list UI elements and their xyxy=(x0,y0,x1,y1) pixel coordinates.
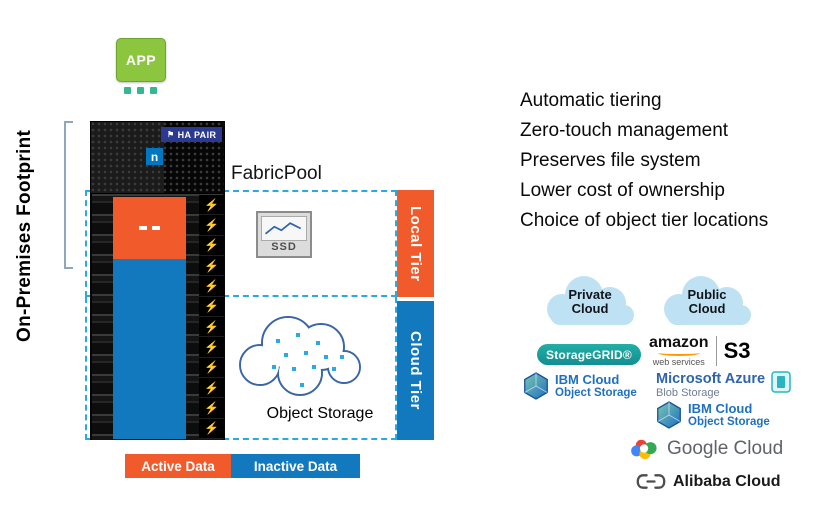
lightning-bolt-icon: ⚡ xyxy=(199,276,224,297)
app-connection-dots xyxy=(124,87,157,94)
on-premises-footprint-label: On-Premises Footprint xyxy=(14,129,35,343)
google-cloud-logo: Google Cloud xyxy=(630,437,783,461)
lightning-bolt-icon: ⚡ xyxy=(199,317,224,338)
alibaba-cloud-logo: Alibaba Cloud xyxy=(636,472,781,491)
lightning-bolt-icon: ⚡ xyxy=(199,215,224,236)
azure-blob-icon xyxy=(771,371,791,393)
cloud-tier-region xyxy=(85,297,397,440)
divider xyxy=(715,336,717,366)
private-cloud-label: Private Cloud xyxy=(568,287,612,316)
public-cloud-label: Public Cloud xyxy=(687,287,727,316)
lightning-bolt-icon: ⚡ xyxy=(199,398,224,419)
object-storage-cloud-icon xyxy=(239,316,361,396)
app-icon: APP xyxy=(116,38,166,82)
lightning-bolt-icon: ⚡ xyxy=(199,378,224,399)
ha-pair-badge: ⚑ HA PAIR xyxy=(161,127,223,142)
ssd-icon: SSD xyxy=(256,211,312,258)
benefit-item: Automatic tiering xyxy=(520,90,662,111)
ibm-hexagon-icon xyxy=(524,372,548,400)
benefit-item: Lower cost of ownership xyxy=(520,180,725,201)
google-cloud-label: Google Cloud xyxy=(667,438,784,459)
lightning-bolt-icon: ⚡ xyxy=(199,236,224,256)
lightning-bolt-column: ⚡ ⚡ ⚡ ⚡ ⚡ ⚡ ⚡ ⚡ ⚡ ⚡ ⚡ ⚡ xyxy=(199,195,224,439)
local-tier-label: Local Tier xyxy=(397,190,434,297)
lightning-bolt-icon: ⚡ xyxy=(199,358,224,378)
cloud-tier-label: Cloud Tier xyxy=(397,301,434,440)
app-label: APP xyxy=(125,52,157,68)
storagegrid-badge: StorageGRID® xyxy=(537,344,641,365)
lightning-bolt-icon: ⚡ xyxy=(199,419,224,439)
benefit-item: Choice of object tier locations xyxy=(520,210,769,231)
benefit-item: Zero-touch management xyxy=(520,120,729,141)
fabricpool-label: FabricPool xyxy=(231,163,322,184)
netapp-logo: n xyxy=(146,148,163,165)
object-storage-label: Object Storage xyxy=(266,405,374,422)
aws-s3-logo: amazon web services S3 xyxy=(649,334,751,368)
alibaba-cloud-label: Alibaba Cloud xyxy=(673,472,781,490)
benefits-list: Automatic tiering Zero-touch management … xyxy=(520,86,768,236)
aws-wordmark: amazon web services xyxy=(649,334,709,368)
lightning-bolt-icon: ⚡ xyxy=(199,297,224,317)
flag-icon: ⚑ xyxy=(167,130,175,139)
ha-pair-label: HA PAIR xyxy=(177,129,217,140)
lightning-bolt-icon: ⚡ xyxy=(199,256,224,277)
ibm-cloud-label: IBM Cloud Object Storage xyxy=(688,400,770,428)
ibm-cloud-object-storage-private: IBM Cloud Object Storage xyxy=(523,372,637,400)
s3-label: S3 xyxy=(723,338,751,363)
ibm-cloud-label: IBM Cloud Object Storage xyxy=(555,371,637,399)
bracket-shape xyxy=(64,121,73,269)
alibaba-cloud-icon xyxy=(636,474,666,489)
active-data-block xyxy=(113,197,186,259)
legend-active-data: Active Data xyxy=(125,454,231,478)
azure-label: Microsoft Azure Blob Storage xyxy=(656,371,766,399)
inactive-data-block xyxy=(113,259,186,439)
ssd-chart-icon xyxy=(261,216,307,241)
lightning-bolt-icon: ⚡ xyxy=(199,195,224,216)
ibm-cloud-object-storage-public: IBM Cloud Object Storage xyxy=(656,401,770,429)
public-cloud-icon: Public Cloud xyxy=(655,271,759,331)
legend-inactive-data: Inactive Data xyxy=(231,454,360,478)
google-cloud-icon xyxy=(631,439,657,460)
private-cloud-icon: Private Cloud xyxy=(538,271,642,331)
benefit-item: Preserves file system xyxy=(520,150,701,171)
ibm-hexagon-icon xyxy=(657,401,681,429)
aws-smile-icon xyxy=(657,350,700,356)
local-tier-region xyxy=(85,190,397,297)
azure-blob-storage-logo: Microsoft Azure Blob Storage xyxy=(656,371,791,400)
ssd-label: SSD xyxy=(271,241,297,253)
lightning-bolt-icon: ⚡ xyxy=(199,337,224,358)
